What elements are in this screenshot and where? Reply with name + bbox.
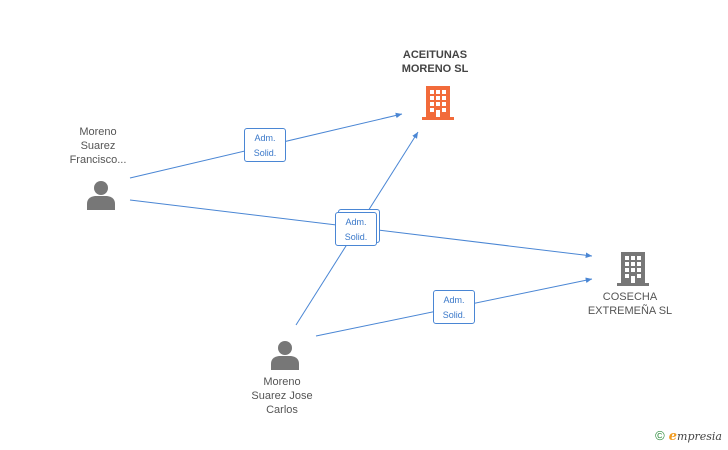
- role-line1: Adm.: [254, 133, 276, 143]
- building-icon[interactable]: [617, 250, 649, 286]
- role-line2: Solid.: [442, 310, 466, 320]
- company-aceitunas-label: ACEITUNAS MORENO SL: [401, 49, 469, 75]
- brand-logo[interactable]: empresia: [668, 429, 722, 444]
- copyright-symbol: ©: [655, 428, 665, 443]
- person-icon[interactable]: [86, 180, 116, 210]
- building-icon[interactable]: [422, 84, 454, 120]
- role-line1: Adm.: [443, 295, 465, 305]
- role-line2: Solid.: [344, 232, 368, 242]
- role-line2: Solid.: [253, 148, 277, 158]
- edge-role-badge[interactable]: Adm. Solid.: [244, 128, 286, 162]
- edge-role-badge[interactable]: Adm. Solid.: [433, 290, 475, 324]
- edge-role-badge[interactable]: Adm. Solid.: [335, 212, 377, 246]
- person-icon[interactable]: [270, 340, 300, 370]
- person-jose-label: Moreno Suarez Jose Carlos: [251, 376, 313, 416]
- role-line1: Adm.: [345, 217, 367, 227]
- brand-initial: e: [668, 429, 678, 444]
- person-francisco-label: Moreno Suarez Francisco...: [69, 126, 127, 166]
- company-cosecha-label: COSECHA EXTREMEÑA SL: [587, 291, 673, 317]
- brand-name: mpresia: [677, 430, 722, 443]
- footer-credit: ©empresia: [655, 428, 722, 444]
